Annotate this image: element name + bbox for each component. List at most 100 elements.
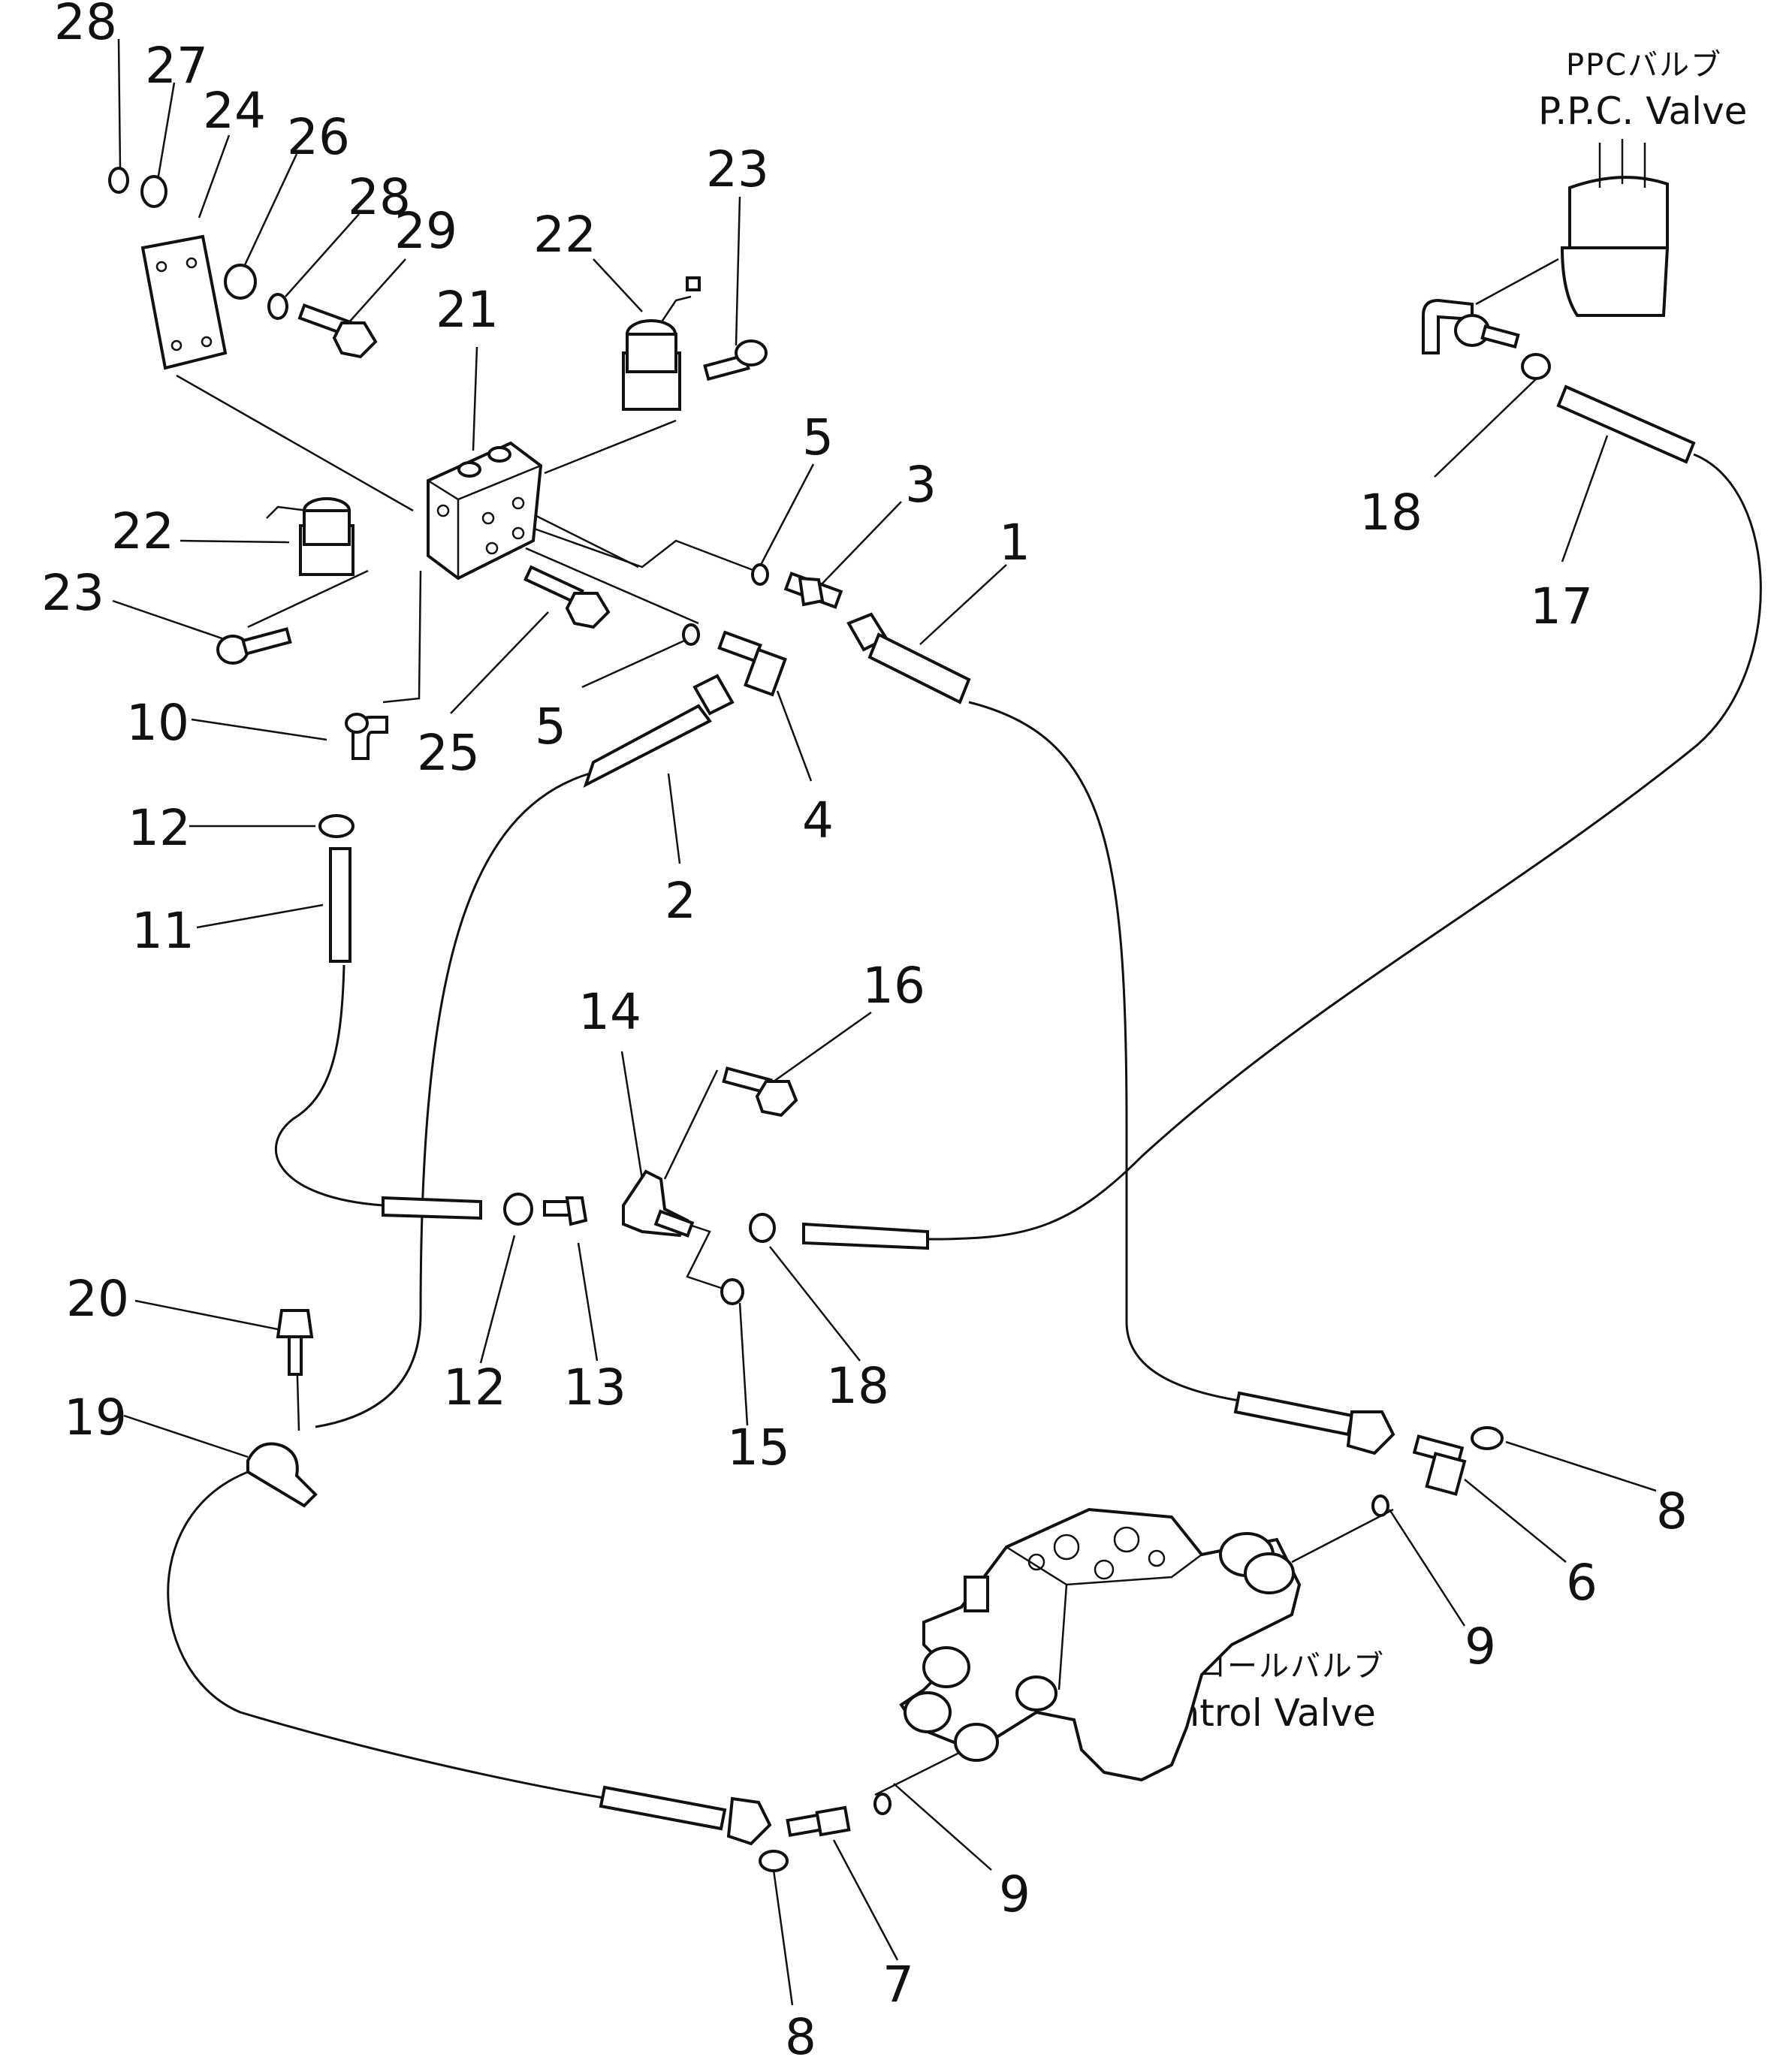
leader-23a — [735, 196, 741, 346]
bolt-29 — [297, 303, 378, 359]
hose-sleeve — [867, 632, 971, 704]
leader-3 — [818, 501, 902, 588]
o-ring-9b — [873, 1793, 892, 1815]
part-number-5: 5 — [535, 698, 566, 756]
leader-13 — [577, 1242, 599, 1362]
fitting-7 — [786, 1805, 851, 1837]
leader-9b — [893, 1783, 992, 1871]
fitting-4 — [717, 630, 787, 697]
part-number-22: 22 — [111, 502, 174, 560]
plate-hole — [186, 257, 198, 269]
hose-1-path — [968, 701, 1240, 1402]
part-number-18: 18 — [826, 1357, 889, 1415]
mounting-plate — [140, 234, 228, 370]
leader-20 — [134, 1299, 279, 1331]
block-to-elbow10-line — [382, 570, 422, 704]
part-number-24: 24 — [203, 82, 266, 140]
control-valve — [899, 1507, 1302, 1782]
leader-22a — [593, 258, 643, 312]
hose-2-path — [315, 772, 590, 1428]
part-number-6: 6 — [1566, 1554, 1598, 1612]
hose-11 — [329, 847, 351, 963]
part-number-19: 19 — [64, 1389, 127, 1446]
plate-hole — [170, 339, 183, 351]
plate-hole — [201, 336, 213, 348]
ppc-valve — [1560, 139, 1670, 317]
leader-12b — [479, 1235, 516, 1364]
ppc-valve-caption-en: P.P.C. Valve — [1538, 89, 1747, 133]
block-to-fitting3-line — [525, 524, 756, 572]
ppc-top — [1568, 176, 1669, 249]
part-number-15: 15 — [727, 1419, 790, 1476]
elbow-stem — [1480, 324, 1520, 349]
leader-18b — [769, 1246, 861, 1362]
leader-4 — [776, 690, 813, 782]
bolt-23a — [703, 339, 768, 382]
fitting-elbow — [815, 1805, 851, 1837]
valve-spool-cap — [954, 1723, 999, 1762]
block-hole — [436, 504, 450, 517]
part-number-labels: 28 27 24 26 28 29 21 22 23 22 23 5 3 1 1… — [41, 0, 1688, 2066]
part-number-9: 9 — [999, 1865, 1030, 1923]
leader-5a — [759, 463, 815, 566]
fitting-3 — [783, 572, 843, 609]
part-number-28: 28 — [348, 168, 411, 226]
valve-stub — [964, 1576, 989, 1612]
part-number-9: 9 — [1465, 1618, 1496, 1675]
solenoid-to-block-line — [544, 419, 677, 475]
o-ring-5a — [751, 563, 769, 586]
hose-1-lower-end — [1233, 1391, 1395, 1455]
leader-19 — [123, 1414, 249, 1458]
clip-18a — [1521, 353, 1551, 380]
bolt-25 — [523, 565, 611, 629]
bolt-shank — [241, 627, 292, 656]
hose-nut — [1346, 1410, 1395, 1455]
ppc-to-elbow-line — [1475, 258, 1559, 306]
hose-2-end — [583, 674, 735, 789]
part-number-1: 1 — [999, 514, 1030, 572]
valve-spool-cap — [904, 1691, 952, 1733]
valve-port — [1094, 1559, 1115, 1580]
part-number-8: 8 — [785, 2008, 816, 2066]
part-number-8: 8 — [1656, 1482, 1688, 1540]
bolt-shank — [288, 1335, 303, 1376]
fitting-6 — [1412, 1434, 1467, 1496]
leader-28b — [285, 213, 360, 297]
part-number-12: 12 — [443, 1359, 506, 1416]
fitting-elbow — [1425, 1452, 1467, 1496]
part-number-26: 26 — [287, 108, 350, 166]
leader-15 — [738, 1302, 749, 1426]
block-body — [427, 441, 543, 581]
plate-hole — [155, 261, 167, 273]
leader-8b — [772, 1869, 794, 2006]
bolt-head — [755, 1080, 798, 1117]
block-port — [457, 461, 481, 478]
clip-12a — [318, 814, 355, 838]
solenoid-valve-22b — [266, 497, 355, 576]
solenoid-wire — [266, 505, 309, 519]
leader-28a — [117, 38, 122, 170]
valve-edge — [1057, 1584, 1068, 1690]
part-number-10: 10 — [126, 694, 189, 752]
leader-8a — [1505, 1440, 1657, 1492]
fitting-elbow — [744, 647, 787, 697]
tee-to-plug15-line — [675, 1219, 722, 1289]
leader-18a — [1434, 375, 1540, 478]
clamp-body — [246, 1442, 318, 1508]
bolt-head — [735, 339, 768, 366]
fitting-hex — [798, 576, 825, 607]
leader-29 — [341, 258, 406, 331]
leader-16 — [773, 1011, 872, 1083]
part-number-27: 27 — [145, 37, 208, 95]
leader-1 — [919, 564, 1007, 645]
clip-12b — [503, 1193, 533, 1226]
plug-15 — [720, 1278, 744, 1305]
leader-24 — [198, 134, 231, 219]
part-number-23: 23 — [706, 140, 769, 198]
block-to-fitting4-line — [525, 547, 699, 625]
part-number-23: 23 — [41, 564, 104, 622]
hose-17-path — [927, 453, 1762, 1241]
bolt-20 — [276, 1309, 314, 1376]
